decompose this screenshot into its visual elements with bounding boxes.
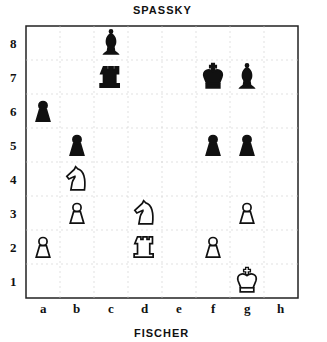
grid-line: [196, 26, 197, 298]
chess-piece: [240, 203, 254, 223]
chess-piece: [240, 135, 254, 155]
rank-number: 6: [10, 105, 17, 118]
rank-number: 1: [10, 275, 17, 288]
chess-piece: [104, 30, 118, 54]
chess-piece: [206, 237, 220, 257]
chess-piece: [135, 201, 153, 224]
player-name: FISCHER: [134, 328, 189, 339]
player-name: SPASSKY: [133, 5, 192, 16]
chess-piece: [36, 237, 50, 257]
file-letter: g: [244, 302, 251, 315]
grid-line: [26, 264, 298, 265]
grid-line: [230, 26, 231, 298]
file-letter: f: [211, 302, 215, 315]
file-letter: c: [108, 302, 114, 315]
grid-line: [60, 26, 61, 298]
board-border: [26, 26, 298, 298]
chess-piece: [240, 64, 254, 88]
file-letter: e: [176, 302, 182, 315]
chess-piece: [36, 101, 50, 121]
chess-piece: [100, 67, 119, 87]
rank-number: 4: [10, 173, 17, 186]
chess-piece: [70, 203, 84, 223]
grid-line: [94, 26, 95, 298]
rank-number: 5: [10, 139, 17, 152]
grid-line: [26, 230, 298, 231]
file-letter: a: [40, 302, 47, 315]
grid-line: [26, 196, 298, 197]
grid-line: [26, 162, 298, 163]
chess-piece: [206, 135, 220, 155]
grid-line: [26, 94, 298, 95]
rank-number: 8: [10, 37, 17, 50]
chess-piece: [204, 63, 222, 87]
file-letter: b: [73, 302, 80, 315]
file-letter: h: [277, 302, 284, 315]
rank-number: 3: [10, 207, 17, 220]
grid-line: [26, 60, 298, 61]
rank-number: 7: [10, 71, 17, 84]
chess-piece: [238, 267, 256, 291]
chess-piece: [134, 237, 153, 257]
chess-piece: [67, 167, 85, 190]
chess-piece: [70, 135, 84, 155]
rank-number: 2: [10, 241, 17, 254]
file-letter: d: [141, 302, 148, 315]
grid-line: [264, 26, 265, 298]
